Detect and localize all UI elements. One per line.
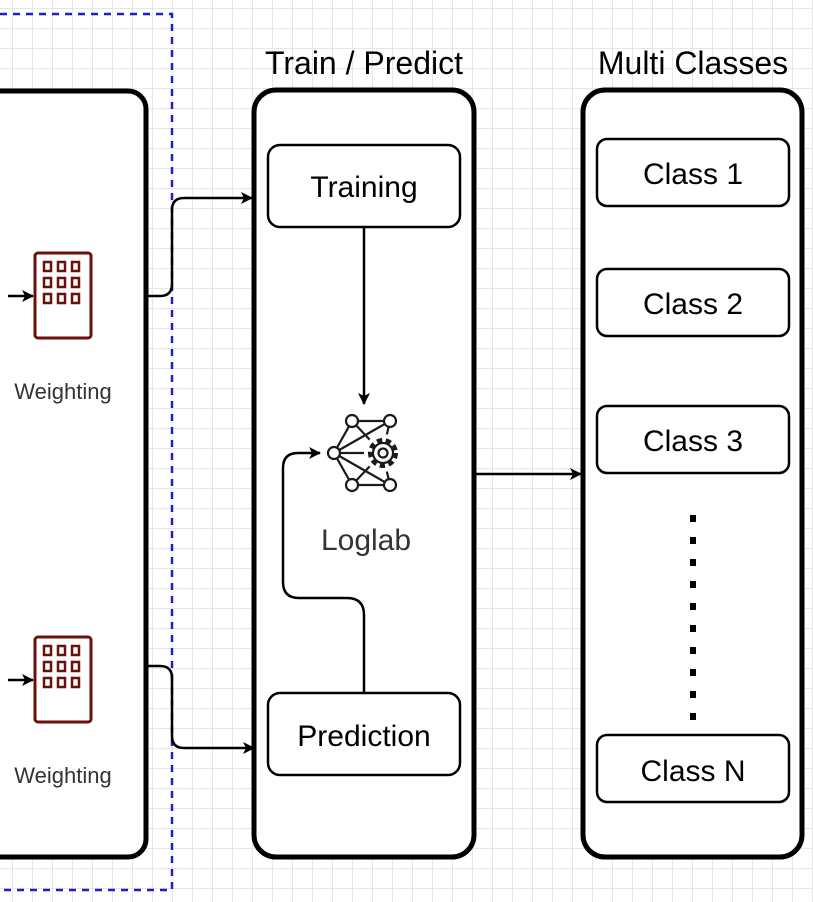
weighting-item: Weighting bbox=[8, 251, 112, 404]
building-icon bbox=[33, 251, 93, 340]
loglab-label: Loglab bbox=[321, 524, 411, 557]
weighting-label: Weighting bbox=[14, 379, 111, 404]
class-box: Class 3 bbox=[595, 404, 791, 475]
weighting-to-prediction-connector bbox=[146, 664, 255, 754]
class-label: Class N bbox=[640, 755, 745, 788]
weighting-panel bbox=[0, 88, 149, 860]
weighting-item: Weighting bbox=[8, 635, 112, 788]
class-label: Class 3 bbox=[643, 425, 743, 458]
prediction-to-loglab-connector bbox=[281, 447, 366, 693]
class-box: Class 2 bbox=[595, 267, 791, 338]
class-label: Class 2 bbox=[643, 288, 743, 321]
multi-classes-title: Multi Classes bbox=[598, 45, 788, 81]
training-label: Training bbox=[310, 171, 417, 204]
class-box: Class N bbox=[595, 733, 791, 804]
dashed-selection-border bbox=[0, 12, 174, 892]
building-icon bbox=[33, 635, 93, 724]
class-label: Class 1 bbox=[643, 158, 743, 191]
weighting-label: Weighting bbox=[14, 763, 111, 788]
prediction-label: Prediction bbox=[297, 720, 430, 753]
training-box: Training bbox=[266, 143, 462, 229]
prediction-box: Prediction bbox=[266, 691, 462, 777]
train-predict-title: Train / Predict bbox=[265, 45, 463, 81]
class-box: Class 1 bbox=[595, 137, 791, 208]
weighting-to-training-connector bbox=[146, 192, 253, 298]
neural-network-gear-icon bbox=[326, 413, 402, 493]
